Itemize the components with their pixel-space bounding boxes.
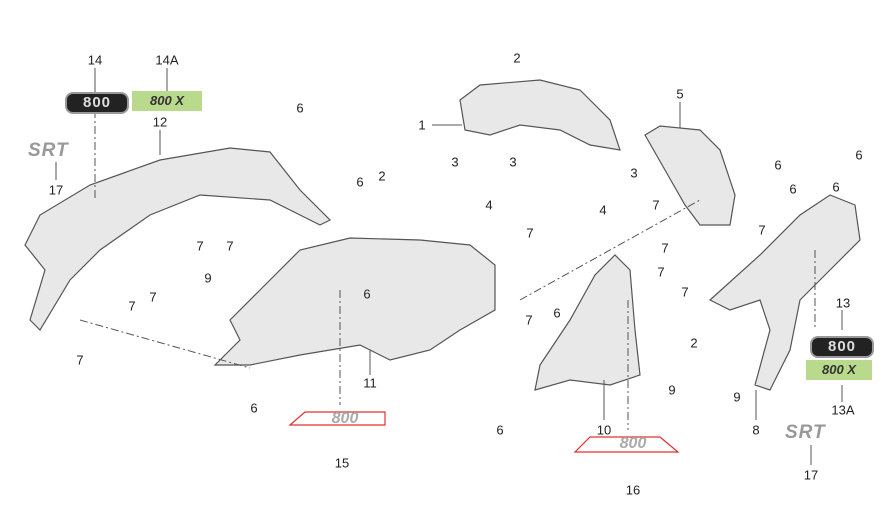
part-10-front-panel (534, 254, 641, 391)
callout-6: 6 (832, 179, 840, 195)
callout-7: 7 (526, 225, 534, 241)
callout-5: 5 (676, 86, 684, 102)
badge-800-left: 800 (65, 92, 129, 114)
callout-17: 17 (803, 467, 819, 483)
callout-3: 3 (509, 154, 517, 170)
callout-7: 7 (758, 222, 766, 238)
badge-800x-left: 800 X (132, 91, 202, 111)
part-12-side-panel (24, 147, 332, 331)
callout-10: 10 (596, 422, 612, 438)
callout-6: 6 (363, 286, 371, 302)
callout-7: 7 (149, 289, 157, 305)
callout-7: 7 (226, 238, 234, 254)
callout-15: 15 (334, 455, 350, 471)
callout-7: 7 (681, 284, 689, 300)
callout-7: 7 (652, 197, 660, 213)
callout-12: 12 (152, 114, 168, 130)
callout-7: 7 (661, 240, 669, 256)
callout-6: 6 (296, 100, 304, 116)
callout-2: 2 (690, 335, 698, 351)
callout-3: 3 (630, 165, 638, 181)
callout-6: 6 (789, 181, 797, 197)
callout-2: 2 (378, 168, 386, 184)
part-11-inner-panel (213, 237, 496, 366)
callout-3: 3 (451, 154, 459, 170)
callout-7: 7 (128, 298, 136, 314)
callout-17: 17 (48, 182, 64, 198)
callout-7: 7 (76, 352, 84, 368)
decal-800-16: 800 (619, 435, 647, 452)
callout-6: 6 (855, 147, 863, 163)
callout-9: 9 (733, 389, 741, 405)
callout-1: 1 (418, 117, 426, 133)
decal-800-15: 800 (331, 410, 359, 427)
callout-6: 6 (496, 422, 504, 438)
callout-6: 6 (356, 174, 364, 190)
callout-4: 4 (599, 202, 607, 218)
badge-800-right: 800 (810, 336, 874, 358)
callout-13: 13 (835, 295, 851, 311)
part-8-right-cover (708, 194, 861, 391)
callout-14A: 14A (155, 52, 179, 68)
callout-7: 7 (525, 312, 533, 328)
callout-9: 9 (204, 270, 212, 286)
badge-800x-right: 800 X (806, 360, 872, 380)
decal-16-outline (573, 436, 680, 453)
callout-16: 16 (625, 482, 641, 498)
callout-4: 4 (485, 197, 493, 213)
callout-14: 14 (87, 52, 103, 68)
callout-2: 2 (513, 50, 521, 66)
callout-11: 11 (363, 375, 377, 391)
callout-6: 6 (553, 305, 561, 321)
part-1-tank-cover (459, 79, 621, 151)
decal-15-outline (288, 411, 386, 426)
callout-7: 7 (657, 264, 665, 280)
callout-8: 8 (752, 422, 760, 438)
callout-13A: 13A (831, 402, 855, 418)
badge-srt-right: SRT (785, 422, 826, 443)
callout-6: 6 (250, 400, 258, 416)
callout-6: 6 (774, 157, 782, 173)
callout-9: 9 (668, 382, 676, 398)
callout-7: 7 (196, 238, 204, 254)
badge-srt-left: SRT (28, 140, 69, 161)
